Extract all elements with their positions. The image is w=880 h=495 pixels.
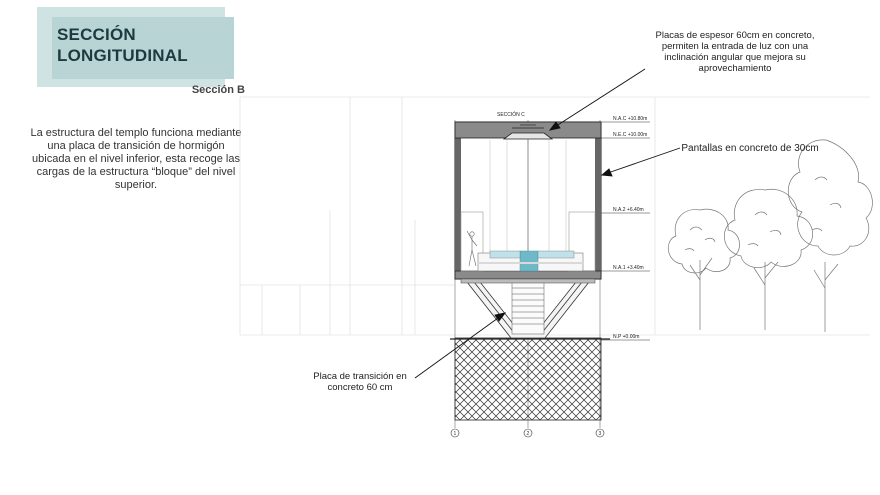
- leader-arrows: [414, 68, 681, 379]
- section-subtitle: Sección B: [191, 84, 245, 96]
- tree: [668, 208, 740, 330]
- skylight-plate: [502, 132, 554, 140]
- tree: [724, 188, 813, 330]
- altar-basin: [477, 250, 584, 272]
- level-label: N.P +0.00m: [613, 334, 639, 340]
- level-markers: [601, 121, 650, 341]
- page-title: SECCIÓN LONGITUDINAL: [57, 25, 188, 65]
- section-c-label: SECCIÓN C: [497, 111, 525, 118]
- axis-label: 1: [454, 431, 457, 437]
- statue-figure: [466, 230, 478, 267]
- level-label: N.A.1 +3.40m: [613, 265, 644, 271]
- tree: [787, 139, 873, 332]
- interior-lines: [489, 140, 567, 270]
- level-label: N.A.2 +6.40m: [613, 207, 644, 213]
- axis-bubbles: [450, 428, 605, 438]
- annotation-walls: Pantallas en concreto de 30cm: [681, 143, 819, 154]
- foundation-hatch: [454, 337, 602, 421]
- level-label: N.A.C +10.80m: [613, 116, 647, 122]
- annotation-top-plates: Placas de espesor 60cm en concreto, perm…: [655, 30, 815, 74]
- axis-label: 2: [527, 431, 530, 437]
- title-block-shadow: [52, 17, 234, 79]
- axis-label: 3: [599, 431, 602, 437]
- transition-structure: [466, 281, 590, 339]
- level-label: N.E.C +10.00m: [613, 132, 647, 138]
- background-context-lines: [239, 96, 870, 336]
- annotation-transition-plate: Placa de transición en concreto 60 cm: [313, 371, 407, 393]
- description-text: La estructura del templo funciona median…: [30, 127, 242, 191]
- central-stair: [511, 281, 545, 335]
